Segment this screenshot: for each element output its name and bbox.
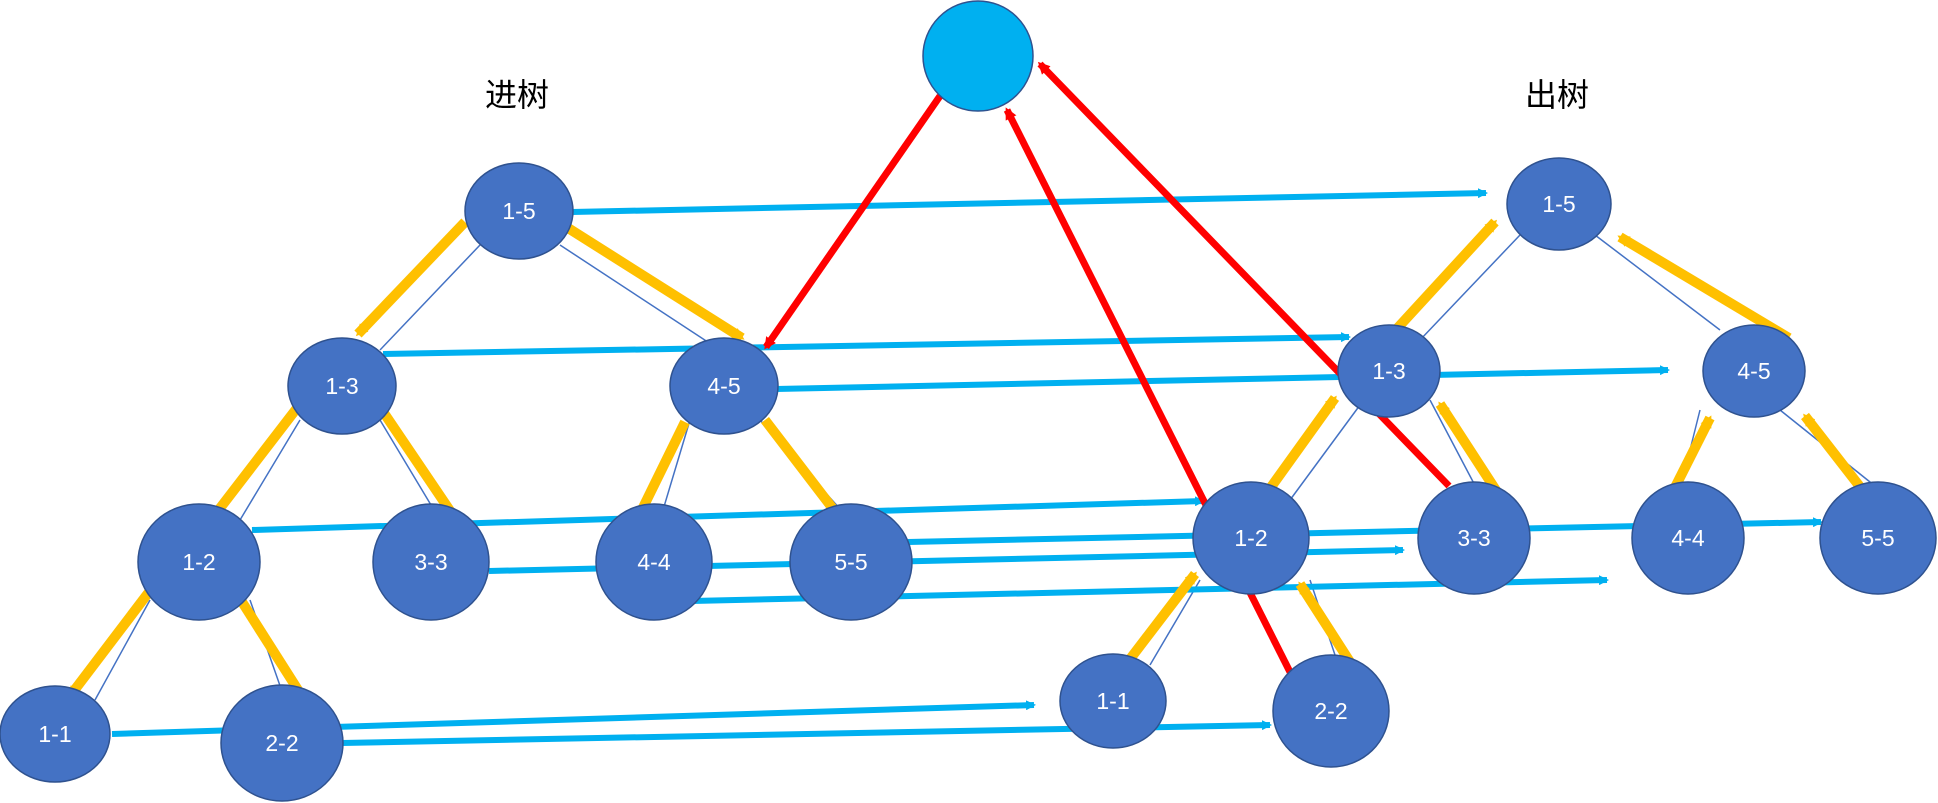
virtual-root-node	[922, 0, 1034, 112]
node-circle	[1192, 481, 1310, 595]
tree-node: 1-2	[1192, 481, 1310, 595]
node-circle	[1417, 481, 1531, 595]
in-edge	[565, 223, 745, 343]
out-tree-nodes: 1-5 1-3 4-5 1-2 3-3 4-4 5-5 1-1	[1059, 157, 1937, 768]
node-circle	[1272, 654, 1390, 768]
thin-edge	[94, 599, 151, 701]
thin-edge	[659, 419, 691, 521]
in-tree-nodes: 1-5 1-3 4-5 1-2 3-3 4-4 5-5 1-1	[0, 162, 913, 802]
tree-node: 4-5	[1702, 324, 1806, 418]
node-label: 1-2	[182, 549, 215, 575]
tree-node: 1-1	[1059, 653, 1167, 749]
thin-edge	[239, 419, 301, 521]
node-circle	[669, 337, 779, 435]
tree-node: 1-3	[287, 337, 397, 435]
node-label: 2-2	[1314, 698, 1347, 724]
node-label: 2-2	[265, 730, 298, 756]
tree-node: 2-2	[220, 684, 344, 802]
tree-node: 2-2	[1272, 654, 1390, 768]
node-circle	[372, 503, 490, 621]
node-label: 1-5	[502, 198, 535, 224]
tree-node: 5-5	[1819, 481, 1937, 595]
out-tree-title: 出树	[1525, 76, 1589, 114]
in-edge	[66, 584, 156, 700]
tree-node: 1-5	[464, 162, 574, 260]
in-tree-title: 进树	[485, 76, 549, 114]
out-edge	[1617, 232, 1792, 343]
node-circle	[287, 337, 397, 435]
node-label: 1-1	[38, 721, 71, 747]
node-label: 1-5	[1542, 191, 1575, 217]
tree-node: 1-3	[1337, 324, 1441, 418]
node-circle	[595, 503, 713, 621]
tree-node: 4-4	[595, 503, 713, 621]
cross-edge-1-5	[571, 188, 1488, 215]
tree-node: 4-5	[669, 337, 779, 435]
tree-node: 3-3	[372, 503, 490, 621]
tree-node: 3-3	[1417, 481, 1531, 595]
tree-node: 1-2	[137, 503, 261, 621]
cross-edges	[111, 188, 1823, 746]
thin-edge	[1149, 579, 1201, 666]
node-circle	[1337, 324, 1441, 418]
thin-edge	[379, 244, 481, 351]
out-edge	[1389, 218, 1499, 337]
tree-node: 4-4	[1631, 481, 1745, 595]
node-label: 3-3	[1457, 525, 1490, 551]
node-label: 4-4	[1671, 525, 1704, 551]
node-label: 1-3	[325, 373, 358, 399]
thin-edge	[1419, 234, 1521, 341]
in-tree-edges	[66, 218, 844, 715]
node-circle	[464, 162, 574, 260]
node-circle	[1702, 324, 1806, 418]
node-circle	[1631, 481, 1745, 595]
thin-edge	[559, 244, 721, 351]
node-label: 1-1	[1096, 688, 1129, 714]
node-circle	[137, 503, 261, 621]
node-circle	[1506, 157, 1612, 251]
node-label: 4-5	[707, 373, 740, 399]
node-circle	[0, 685, 111, 783]
out-tree-edges	[1110, 218, 1882, 693]
out-3-3-to-root	[1037, 61, 1452, 489]
node-circle	[220, 684, 344, 802]
root-to-in-4-5	[763, 94, 943, 350]
thin-edge	[1594, 234, 1721, 331]
tree-node: 1-1	[0, 685, 111, 783]
in-tree-thin-edges	[94, 244, 851, 701]
cross-edge-4-5	[775, 365, 1670, 392]
thin-edge	[1429, 399, 1481, 496]
node-label: 1-2	[1234, 525, 1267, 551]
node-label: 5-5	[1861, 525, 1894, 551]
node-label: 3-3	[414, 549, 447, 575]
node-label: 4-5	[1737, 358, 1770, 384]
node-circle	[1059, 653, 1167, 749]
node-label: 4-4	[637, 549, 670, 575]
node-circle	[1819, 481, 1937, 595]
node-circle	[789, 503, 913, 621]
node-label: 1-3	[1372, 358, 1405, 384]
in-edge	[761, 416, 844, 522]
tree-node: 1-5	[1506, 157, 1612, 251]
thin-edge	[1289, 404, 1361, 501]
cross-edge-1-3	[382, 332, 1351, 357]
node-label: 5-5	[834, 549, 867, 575]
tree-node: 5-5	[789, 503, 913, 621]
in-edge	[354, 218, 469, 338]
in-edge	[210, 404, 301, 520]
